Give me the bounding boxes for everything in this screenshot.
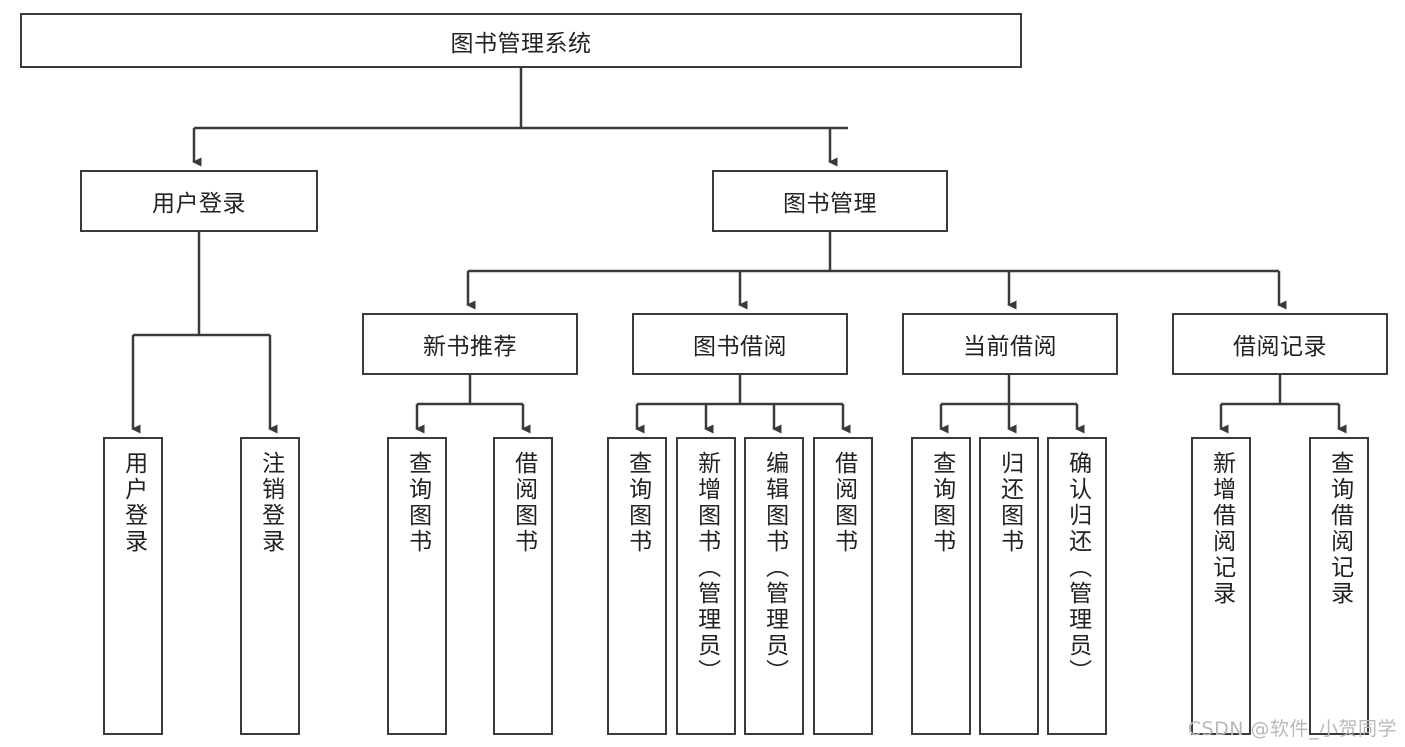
node-label: 编辑图书（管理员） xyxy=(761,451,788,685)
csdn-watermark: CSDN @软件_小贺同学 xyxy=(1187,718,1397,740)
leaf-bookborrow-add-book-admin[interactable]: 新增图书（管理员） xyxy=(676,437,736,735)
node-label: 新书推荐 xyxy=(423,334,517,360)
node-label: 新增借阅记录 xyxy=(1208,451,1235,607)
node-label: 图书管理系统 xyxy=(450,30,592,57)
leaf-newbook-borrow-book[interactable]: 借阅图书 xyxy=(493,437,553,735)
node-root-system[interactable]: 图书管理系统 xyxy=(20,13,1022,68)
leaf-user-login-login[interactable]: 用户登录 xyxy=(103,437,163,735)
node-label: 查询图书 xyxy=(928,451,955,555)
node-label: 借阅图书 xyxy=(510,451,537,555)
node-label: 注销登录 xyxy=(257,451,284,555)
node-label: 图书借阅 xyxy=(693,334,787,360)
node-user-login[interactable]: 用户登录 xyxy=(80,170,318,232)
node-current-borrow[interactable]: 当前借阅 xyxy=(902,313,1118,375)
leaf-currentborrow-confirm-return-admin[interactable]: 确认归还（管理员） xyxy=(1047,437,1107,735)
node-label: 查询图书 xyxy=(404,451,431,555)
leaf-bookborrow-query-book[interactable]: 查询图书 xyxy=(607,437,667,735)
node-label: 查询借阅记录 xyxy=(1326,451,1353,607)
leaf-bookborrow-edit-book-admin[interactable]: 编辑图书（管理员） xyxy=(744,437,804,735)
leaf-user-login-logout[interactable]: 注销登录 xyxy=(240,437,300,735)
node-new-book-recommend[interactable]: 新书推荐 xyxy=(362,313,578,375)
node-label: 确认归还（管理员） xyxy=(1064,451,1091,685)
node-label: 查询图书 xyxy=(624,451,651,555)
leaf-currentborrow-return-book[interactable]: 归还图书 xyxy=(979,437,1039,735)
node-label: 用户登录 xyxy=(120,451,147,555)
node-label: 归还图书 xyxy=(996,451,1023,555)
node-borrow-record[interactable]: 借阅记录 xyxy=(1172,313,1388,375)
leaf-record-query-borrow-record[interactable]: 查询借阅记录 xyxy=(1309,437,1369,735)
node-book-management[interactable]: 图书管理 xyxy=(712,170,948,232)
node-label: 新增图书（管理员） xyxy=(693,451,720,685)
node-label: 借阅记录 xyxy=(1233,334,1327,360)
node-label: 当前借阅 xyxy=(963,334,1057,360)
node-book-borrow[interactable]: 图书借阅 xyxy=(632,313,848,375)
leaf-newbook-query-book[interactable]: 查询图书 xyxy=(387,437,447,735)
leaf-currentborrow-query-book[interactable]: 查询图书 xyxy=(911,437,971,735)
leaf-record-add-borrow-record[interactable]: 新增借阅记录 xyxy=(1191,437,1251,735)
leaf-bookborrow-borrow-book[interactable]: 借阅图书 xyxy=(813,437,873,735)
node-label: 图书管理 xyxy=(783,191,877,217)
node-label: 借阅图书 xyxy=(830,451,857,555)
node-label: 用户登录 xyxy=(152,191,246,217)
